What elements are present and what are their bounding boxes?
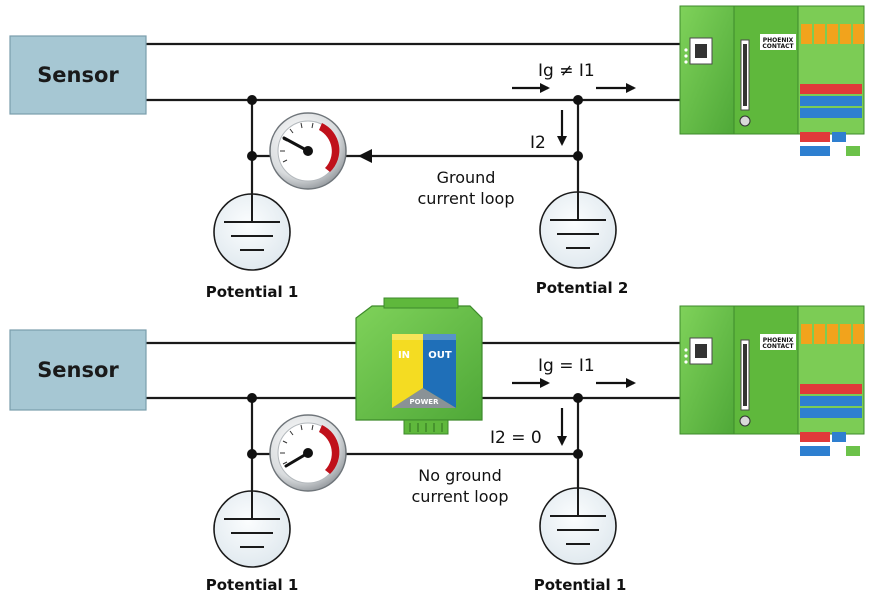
bottom-junction-right-lower (573, 449, 583, 459)
top-ground-right (539, 191, 617, 269)
top-loop-note-line1: Ground (437, 168, 496, 187)
top-current-relation: Ig ≠ I1 (538, 61, 595, 81)
bottom-terminal-block (797, 305, 865, 456)
top-brand-line2: CONTACT (762, 43, 794, 50)
bottom-potential-right: Potential 1 (534, 576, 627, 594)
isolator-power-label: POWER (410, 398, 440, 406)
bottom-branch-current-label: I2 = 0 (490, 428, 542, 448)
top-potential-left: Potential 1 (206, 283, 299, 301)
bottom-junction-left-lower (247, 449, 257, 459)
top-terminal-block (797, 5, 865, 156)
bottom-sensor-label: Sensor (37, 358, 119, 382)
top-junction-right-lower (573, 151, 583, 161)
bottom-loop-note-line2: current loop (412, 487, 509, 506)
top-controller-module: PHOENIX CONTACT (679, 5, 865, 156)
bottom-brand-line2: CONTACT (762, 343, 794, 350)
bottom-ground-left (213, 490, 291, 568)
bottom-panel: Sensor Ig = I1 I2 = 0 No ground current … (9, 297, 680, 594)
bottom-potential-left: Potential 1 (206, 576, 299, 594)
top-brand-line1: PHOENIX (763, 37, 794, 44)
bottom-brand-line1: PHOENIX (763, 337, 794, 344)
signal-isolator-module: IN OUT POWER (355, 297, 483, 435)
top-panel: Sensor Ig ≠ I1 I2 Ground current loop (9, 35, 680, 301)
bottom-loop-note-line1: No ground (418, 466, 501, 485)
isolator-in-label: IN (398, 350, 410, 361)
top-loop-arrow (358, 149, 372, 163)
top-branch-current-label: I2 (530, 133, 546, 153)
isolator-out-label: OUT (428, 350, 452, 361)
top-junction-left-lower (247, 151, 257, 161)
bottom-ground-right (539, 487, 617, 565)
bottom-junction-left-upper (247, 393, 257, 403)
top-loop-note-line2: current loop (418, 189, 515, 208)
top-junction-left-upper (247, 95, 257, 105)
top-sensor-box (9, 35, 147, 115)
top-potential-right: Potential 2 (536, 279, 629, 297)
top-ammeter-gauge (269, 112, 347, 190)
top-junction-right-upper (573, 95, 583, 105)
top-sensor-label: Sensor (37, 63, 119, 87)
bottom-current-relation: Ig = I1 (538, 356, 595, 376)
top-ground-left (213, 193, 291, 271)
bottom-ammeter-gauge (269, 414, 347, 492)
bottom-junction-right-upper (573, 393, 583, 403)
bottom-controller-module: PHOENIX CONTACT (679, 305, 865, 456)
bottom-sensor-box (9, 329, 147, 411)
